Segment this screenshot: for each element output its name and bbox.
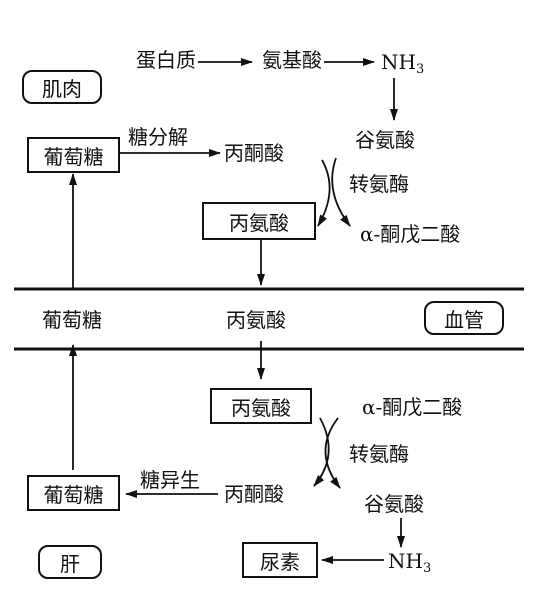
urea-box: 尿素 xyxy=(242,542,318,578)
arrow-glutamate-to-alpha-kg xyxy=(331,157,351,227)
amino-acid-label: 氨基酸 xyxy=(262,48,322,72)
liver-alpha-kg-label: α-酮戊二酸 xyxy=(362,395,463,419)
glycolysis-label: 糖分解 xyxy=(128,125,188,149)
muscle-nh3-label: NH3 xyxy=(381,50,425,77)
muscle-glutamate-label: 谷氨酸 xyxy=(355,128,415,152)
blood-glucose-label: 葡萄糖 xyxy=(42,308,102,332)
muscle-alanine-box: 丙氨酸 xyxy=(202,202,316,240)
liver-tissue-label: 肝 xyxy=(38,545,102,579)
arrow-alanine-to-pyruvate xyxy=(313,417,330,487)
liver-alanine-box: 丙氨酸 xyxy=(210,388,312,424)
liver-nh3-label: NH3 xyxy=(388,549,432,576)
liver-transaminase-label: 转氨酶 xyxy=(349,442,409,466)
blood-alanine-label: 丙氨酸 xyxy=(226,308,286,332)
arrow-alpha-kg-to-glutamate xyxy=(324,417,341,489)
muscle-glucose-box: 葡萄糖 xyxy=(27,137,120,173)
gluconeogenesis-label: 糖异生 xyxy=(140,468,200,492)
blood-vessel-label: 血管 xyxy=(424,301,504,335)
muscle-tissue-label: 肌肉 xyxy=(22,70,102,104)
muscle-alpha-kg-label: α-酮戊二酸 xyxy=(360,222,461,246)
liver-glutamate-label: 谷氨酸 xyxy=(364,492,424,516)
protein-label: 蛋白质 xyxy=(136,48,196,72)
muscle-transaminase-label: 转氨酶 xyxy=(349,172,409,196)
muscle-pyruvate-label: 丙酮酸 xyxy=(224,141,284,165)
arrow-pyruvate-to-alanine xyxy=(317,159,331,227)
liver-pyruvate-label: 丙酮酸 xyxy=(224,482,284,506)
liver-glucose-box: 葡萄糖 xyxy=(27,475,120,511)
